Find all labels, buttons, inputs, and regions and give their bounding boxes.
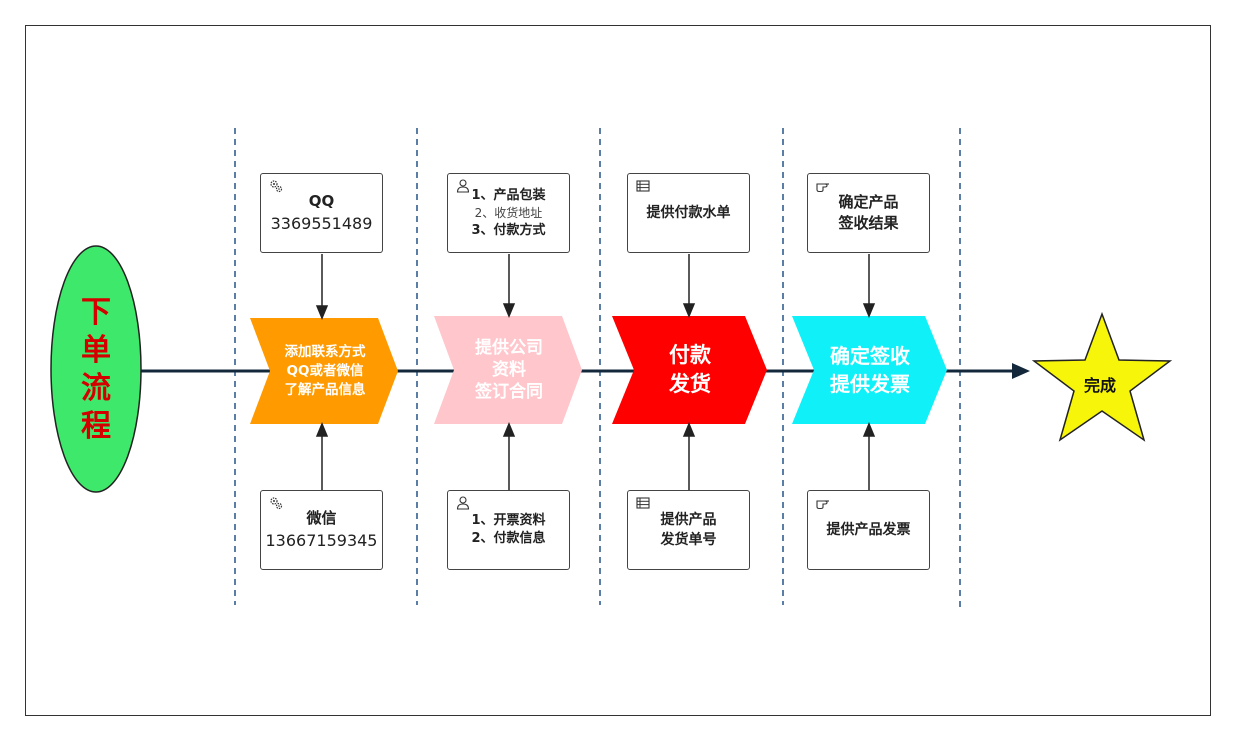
payment-slip-box: 提供付款水单 [627, 173, 750, 253]
step-chevron [434, 316, 582, 424]
receipt-confirm-box: 确定产品 签收结果 [807, 173, 930, 253]
box-line: QQ [308, 191, 335, 210]
info-checklist-box: 1、产品包装 2、收货地址 3、付款方式 [447, 173, 570, 253]
step-label-line: 发货 [669, 372, 711, 396]
end-star [1031, 311, 1173, 442]
gears-icon [270, 497, 283, 510]
person-icon [456, 496, 470, 510]
step-chevron [612, 316, 767, 424]
step-4-label: 确定签收 提供发票 [805, 316, 935, 424]
start-label-char: 流 [81, 371, 111, 406]
box-line: 13667159345 [265, 530, 378, 550]
box-line: 提供付款水单 [646, 205, 731, 221]
list-icon [636, 497, 650, 509]
box-line: 提供产品 [660, 512, 717, 528]
box-line: 提供产品发票 [826, 522, 911, 538]
wechat-contact-box: 微信 13667159345 [260, 490, 383, 570]
box-line: 微信 [306, 508, 337, 527]
step-label-line: 添加联系方式 [284, 343, 366, 360]
box-line: 2、付款信息 [471, 531, 546, 546]
start-node [50, 245, 142, 493]
box-line: 发货单号 [660, 532, 717, 548]
box-line: 1、开票资料 [471, 513, 546, 528]
connector-arrowhead [315, 305, 329, 320]
step-2-label: 提供公司 资料 签订合同 [446, 316, 572, 424]
step-chevron [250, 318, 398, 424]
connector-arrowhead [682, 422, 696, 437]
start-label-char: 程 [81, 409, 111, 444]
box-line: 2、收货地址 [474, 205, 543, 220]
connector-arrowhead [682, 303, 696, 318]
box-line: 3369551489 [270, 213, 373, 233]
box-line: 3、付款方式 [471, 222, 546, 238]
step-label-line: 确定签收 [830, 344, 910, 368]
box-line: 确定产品 [838, 193, 899, 211]
box-line: 1、产品包装 [471, 187, 546, 203]
step-1-label: 添加联系方式 QQ或者微信 了解产品信息 [262, 318, 388, 424]
hand-pointer-icon [816, 500, 829, 510]
connector-arrowhead [502, 303, 516, 318]
shipping-number-box: 提供产品 发货单号 [627, 490, 750, 570]
step-3-label: 付款 发货 [625, 316, 755, 424]
person-icon [456, 179, 470, 193]
step-label-line: QQ或者微信 [286, 362, 364, 379]
hand-pointer-icon [816, 183, 829, 193]
box-line: 签收结果 [838, 214, 899, 232]
step-label-line: 了解产品信息 [284, 381, 366, 398]
connector-arrowhead [862, 303, 876, 318]
step-label-line: 签订合同 [475, 382, 543, 402]
qq-contact-box: QQ 3369551489 [260, 173, 383, 253]
connector-arrowhead [502, 422, 516, 437]
list-icon [636, 180, 650, 192]
diagram-frame [25, 25, 1211, 716]
step-chevron [792, 316, 947, 424]
invoice-info-box: 1、开票资料 2、付款信息 [447, 490, 570, 570]
step-label-line: 提供公司 [475, 338, 543, 358]
end-label: 完成 [1083, 376, 1116, 395]
step-label-line: 提供发票 [830, 372, 910, 396]
start-label: 下 单 流 程 [52, 250, 140, 490]
connector-arrowhead [315, 422, 329, 437]
gears-icon [270, 180, 283, 193]
connector-arrowhead [862, 422, 876, 437]
invoice-provide-box: 提供产品发票 [807, 490, 930, 570]
connectors [315, 254, 876, 490]
step-label-line: 资料 [492, 360, 526, 380]
start-label-char: 下 [81, 295, 111, 330]
step-label-line: 付款 [669, 343, 711, 367]
flow-arrowhead [1012, 363, 1030, 379]
start-label-char: 单 [81, 333, 111, 368]
